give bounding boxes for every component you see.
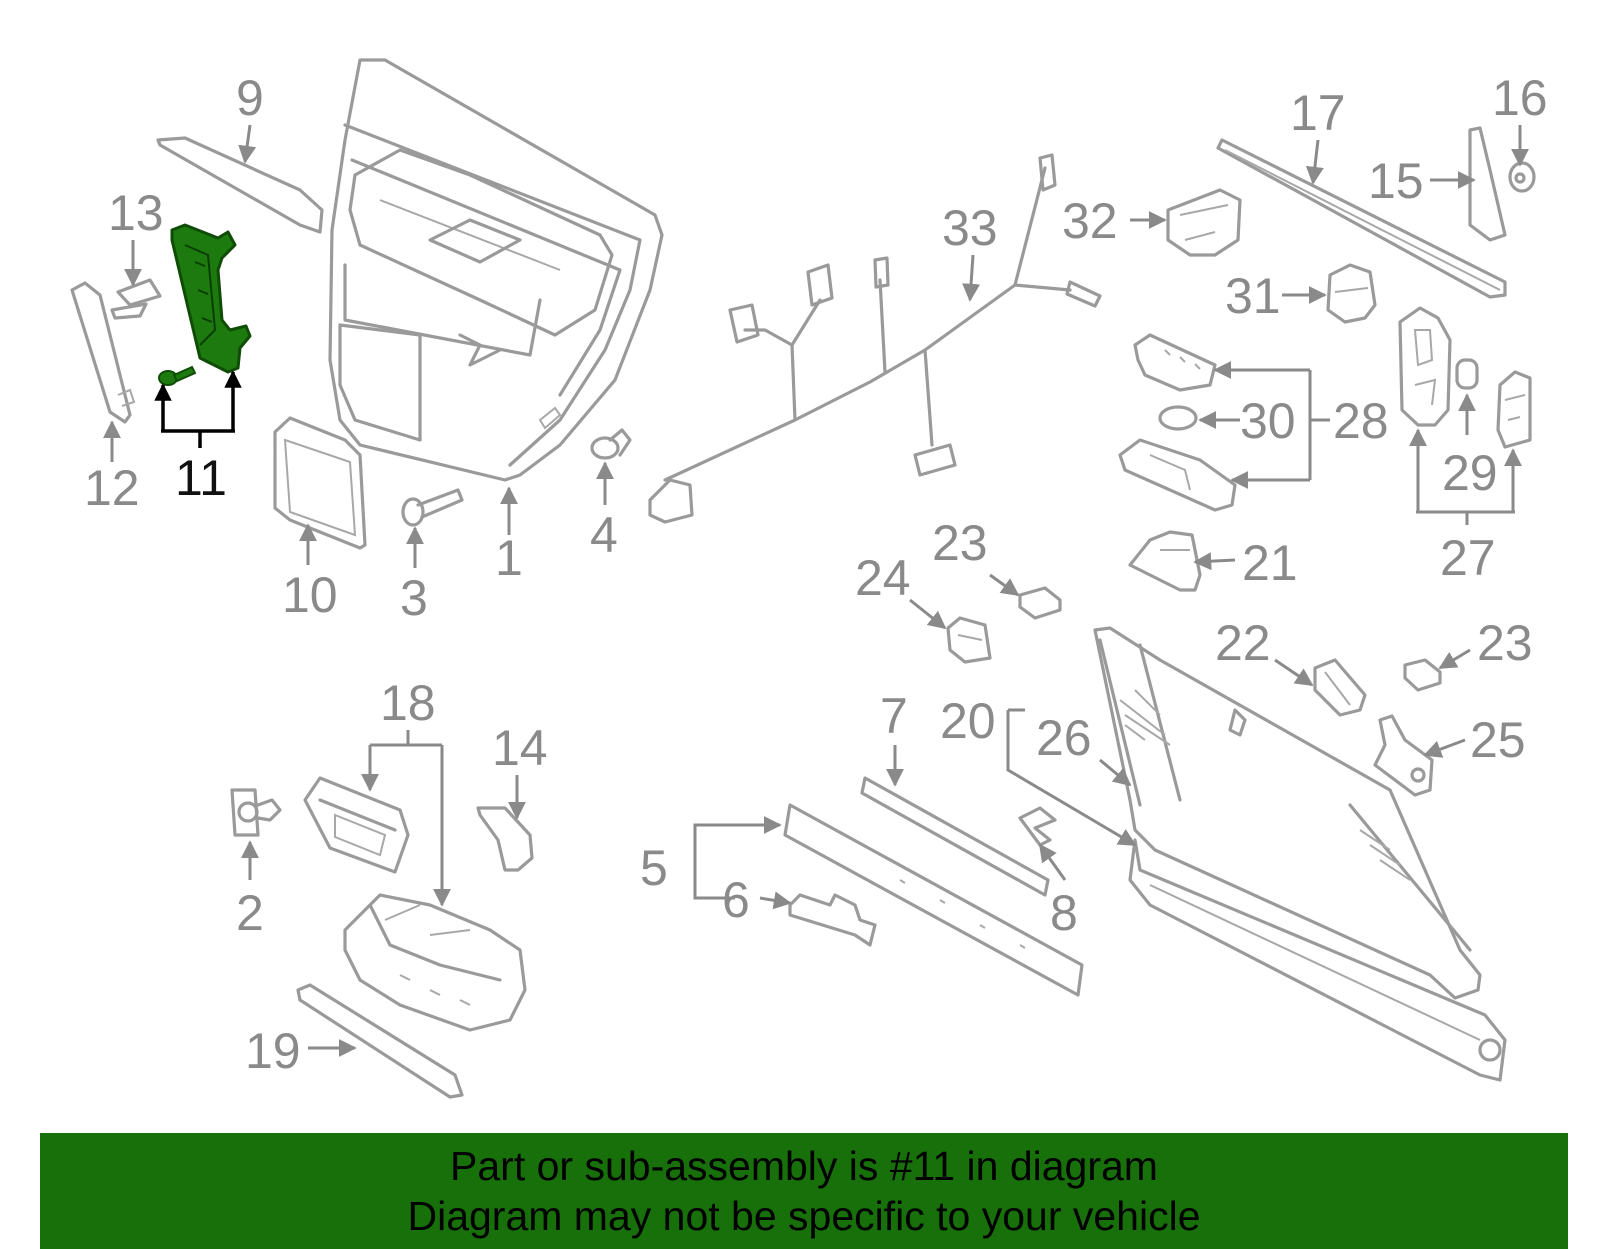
part-22-clip[interactable] — [1313, 658, 1367, 717]
part-29-bulb[interactable] — [1455, 358, 1479, 390]
label-9: 9 — [236, 70, 264, 126]
part-labels: 1 2 3 4 5 6 7 8 9 10 11 12 13 14 15 16 1… — [84, 70, 1548, 1079]
label-17: 17 — [1290, 85, 1346, 141]
part-27-lock-housing[interactable] — [1398, 306, 1532, 449]
label-23-left: 23 — [932, 515, 988, 571]
label-7: 7 — [880, 688, 908, 744]
part-10-speaker-cover[interactable] — [273, 416, 367, 550]
part-2-clip[interactable] — [230, 788, 282, 837]
label-1: 1 — [495, 530, 523, 586]
label-25: 25 — [1470, 712, 1526, 768]
part-6-bracket[interactable] — [788, 893, 877, 947]
part-5-trim-strip[interactable] — [783, 803, 1084, 997]
part-21-handle[interactable] — [1128, 530, 1202, 592]
part-28-lamp-housing[interactable] — [1118, 333, 1237, 512]
part-14-cap[interactable] — [476, 806, 534, 872]
part-23-pad-left[interactable] — [1018, 586, 1062, 620]
label-27: 27 — [1440, 530, 1496, 586]
info-banner: Part or sub-assembly is #11 in diagram D… — [40, 1133, 1568, 1249]
label-11: 11 — [175, 450, 227, 506]
part-11-handle-bracket-highlighted[interactable] — [158, 223, 252, 386]
label-28: 28 — [1333, 393, 1389, 449]
label-33: 33 — [942, 200, 998, 256]
part-25-bracket[interactable] — [1373, 714, 1434, 797]
label-22: 22 — [1215, 615, 1271, 671]
part-3-bolt[interactable] — [401, 488, 464, 527]
part-13-clip[interactable] — [110, 278, 162, 320]
part-23-pad-right[interactable] — [1403, 658, 1442, 692]
part-9-trim-strip[interactable] — [156, 136, 324, 234]
label-2: 2 — [236, 885, 264, 941]
label-18: 18 — [380, 675, 436, 731]
label-14: 14 — [492, 720, 548, 776]
label-12: 12 — [84, 460, 140, 516]
part-32-switch[interactable] — [1166, 188, 1242, 257]
label-15: 15 — [1368, 153, 1424, 209]
part-12-pillar-trim[interactable] — [70, 281, 136, 424]
label-30: 30 — [1240, 393, 1296, 449]
part-24-bracket[interactable] — [946, 616, 992, 664]
part-19-lid[interactable] — [296, 983, 464, 1099]
leader-lines — [103, 124, 1529, 1057]
part-16-grommet[interactable] — [1508, 161, 1536, 193]
label-19: 19 — [245, 1023, 301, 1079]
part-18-ashtray-assembly[interactable] — [303, 776, 527, 1032]
label-23-right: 23 — [1477, 615, 1533, 671]
banner-line-disclaimer: Diagram may not be specific to your vehi… — [407, 1193, 1201, 1239]
label-4: 4 — [590, 507, 618, 563]
label-32: 32 — [1062, 193, 1118, 249]
label-3: 3 — [400, 570, 428, 626]
label-5: 5 — [640, 840, 668, 896]
label-31: 31 — [1225, 268, 1281, 324]
label-6: 6 — [722, 872, 750, 928]
part-7-molding[interactable] — [860, 776, 1050, 897]
banner-line-part: Part or sub-assembly is #11 in diagram — [450, 1143, 1158, 1189]
label-10: 10 — [282, 567, 338, 623]
part-31-switch[interactable] — [1326, 263, 1377, 324]
part-8-clip[interactable] — [1018, 806, 1057, 847]
label-16: 16 — [1492, 70, 1548, 126]
label-13: 13 — [108, 185, 164, 241]
label-8: 8 — [1050, 885, 1078, 941]
label-26: 26 — [1036, 710, 1092, 766]
part-4-clip[interactable] — [590, 428, 632, 460]
part-30-bulb[interactable] — [1158, 405, 1198, 431]
label-24: 24 — [855, 550, 911, 606]
part-20-frame[interactable] — [1093, 626, 1507, 1082]
label-21: 21 — [1242, 535, 1298, 591]
part-33-wiring-harness[interactable] — [648, 153, 1102, 524]
label-29: 29 — [1442, 445, 1498, 501]
part-1-door-panel[interactable] — [328, 58, 664, 482]
part-15-triangle-trim[interactable] — [1468, 126, 1507, 242]
part-17-seal-strip[interactable] — [1216, 138, 1507, 299]
label-20: 20 — [940, 693, 996, 749]
